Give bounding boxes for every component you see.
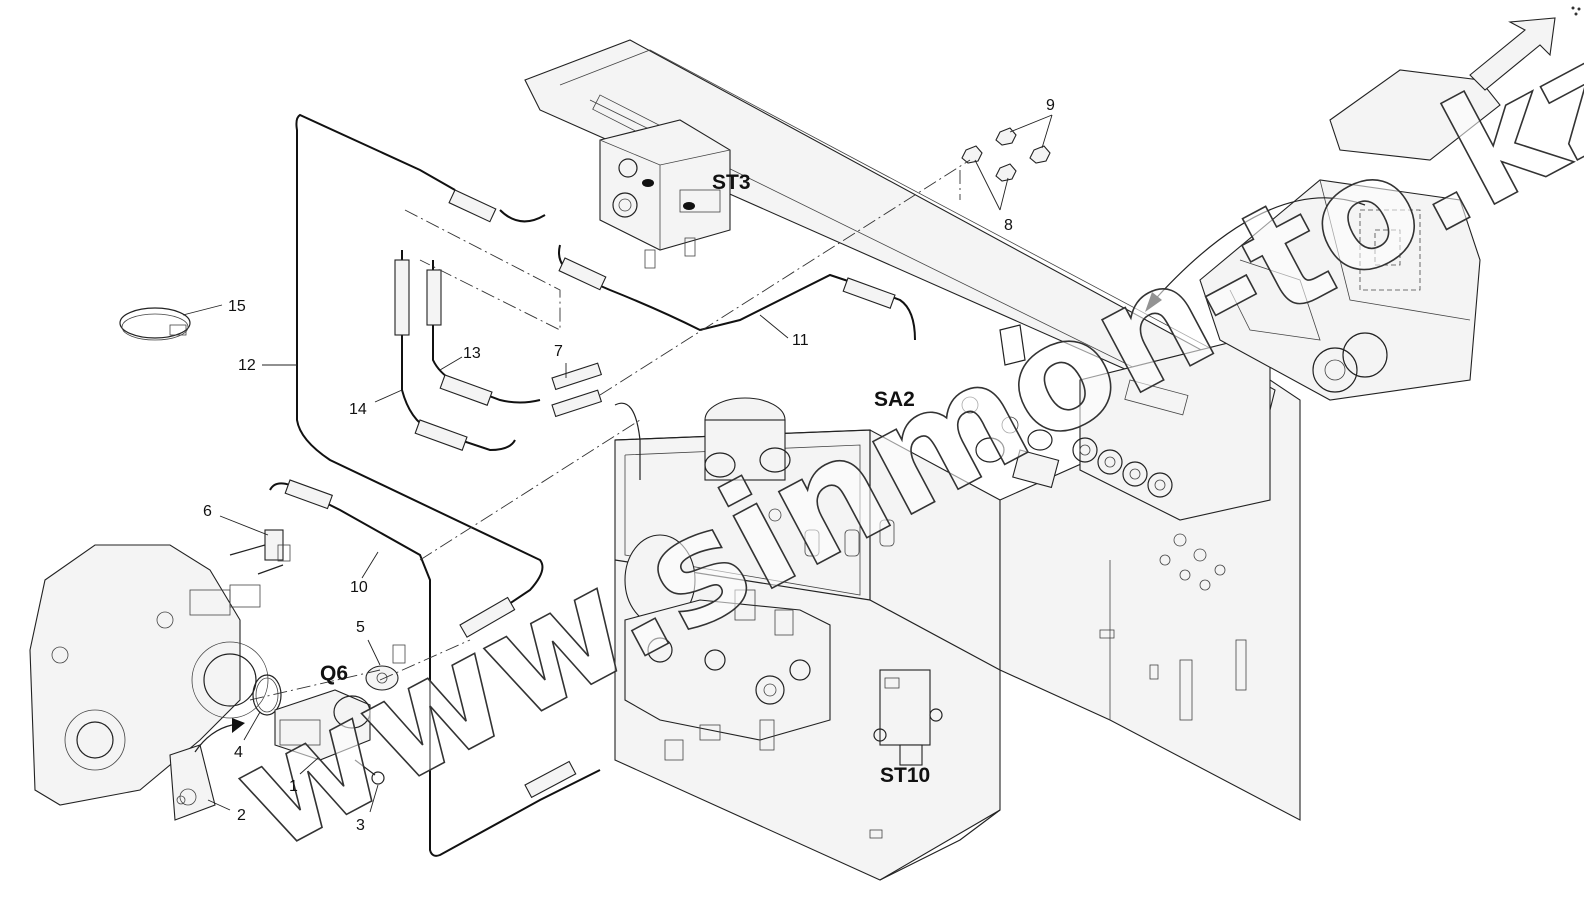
gearbox-housing xyxy=(29,544,269,806)
machine-overview xyxy=(1199,69,1501,401)
bolt xyxy=(354,759,385,785)
callout-13: 13 xyxy=(463,345,481,362)
reference-labels: ST3 ST10 SA2 Q6 xyxy=(320,171,930,787)
view-direction-arrow xyxy=(1469,17,1556,91)
callout-15: 15 xyxy=(228,298,246,315)
callout-4: 4 xyxy=(234,744,243,761)
valve-block-st3 xyxy=(599,119,731,269)
nuts xyxy=(961,127,1051,182)
assembly-lines xyxy=(249,159,971,701)
ref-st10: ST10 xyxy=(880,764,930,787)
filter-head xyxy=(614,397,791,522)
callout-1: 1 xyxy=(289,778,298,795)
callout-14: 14 xyxy=(349,401,367,418)
callout-11: 11 xyxy=(792,332,809,349)
ref-q6: Q6 xyxy=(320,662,348,685)
hose-12 xyxy=(295,113,544,631)
seal-kit-bag xyxy=(169,744,216,821)
flange xyxy=(365,644,406,691)
ref-st3: ST3 xyxy=(712,171,751,194)
valve-st10 xyxy=(873,669,943,766)
reference-arrow xyxy=(1149,197,1366,306)
arrow-head xyxy=(232,718,245,733)
ref-sa2: SA2 xyxy=(874,388,915,411)
callout-5: 5 xyxy=(356,619,365,636)
bulkhead-fittings xyxy=(551,362,603,418)
callout-2: 2 xyxy=(237,807,246,824)
callout-7: 7 xyxy=(554,343,563,360)
callout-12: 12 xyxy=(238,357,256,374)
curved-arrow-gearbox xyxy=(194,724,233,753)
lower-valve-block xyxy=(624,589,831,761)
callout-leaders xyxy=(182,114,1053,813)
callout-10: 10 xyxy=(350,579,368,596)
callout-numbers: 1 2 3 4 5 6 7 8 9 10 11 12 13 14 15 xyxy=(203,97,1055,834)
fittings-sa2 xyxy=(961,324,1060,489)
hoses xyxy=(269,113,916,857)
callout-3: 3 xyxy=(356,817,365,834)
clamp-strap xyxy=(119,307,191,341)
callout-6: 6 xyxy=(203,503,212,520)
springs xyxy=(804,519,895,557)
o-ring xyxy=(252,674,282,716)
callout-9: 9 xyxy=(1046,97,1055,114)
callout-8: 8 xyxy=(1004,217,1013,234)
gear-pump-q6 xyxy=(274,689,371,761)
elbow-fitting xyxy=(229,529,291,575)
valve-manifold xyxy=(1072,339,1271,521)
